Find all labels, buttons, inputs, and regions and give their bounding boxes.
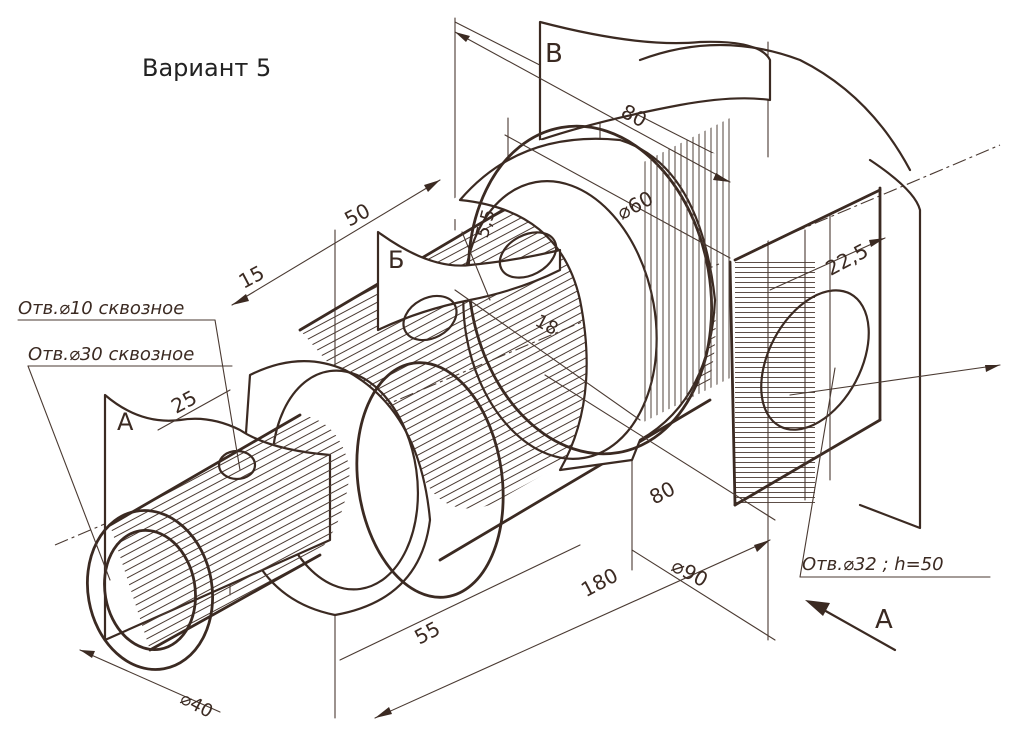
drawing-title: Вариант 5 [142, 54, 271, 82]
dim-50: 50 [340, 198, 374, 231]
dim-22-5: 22,5 [822, 238, 873, 280]
callout-hole32: Отв.⌀32 ; h=50 [802, 554, 944, 575]
callout-hole10: Отв.⌀10 сквозное [18, 298, 184, 319]
dimension-lines [79, 31, 1001, 719]
left-shaft [85, 413, 350, 671]
dim-180: 180 [577, 563, 622, 602]
callout-hole30: Отв.⌀30 сквозное [28, 344, 194, 365]
dim-d90: ⌀90 [668, 553, 712, 592]
dim-80-bottom: 80 [645, 476, 679, 509]
view-arrow-label: А [875, 605, 893, 635]
dim-15: 15 [235, 260, 269, 293]
dim-d40: ⌀40 [177, 688, 217, 722]
section-letter-b: Б [388, 246, 404, 274]
section-plane-v [538, 20, 772, 142]
view-arrow [805, 600, 897, 652]
dim-55: 55 [410, 616, 444, 649]
section-plane-b [376, 230, 562, 342]
section-letter-a: А [117, 408, 134, 436]
section-letter-v: В [545, 39, 563, 69]
dim-25: 25 [167, 385, 201, 418]
callout-leaders [17, 319, 991, 581]
dimension-arrows [80, 32, 1000, 718]
